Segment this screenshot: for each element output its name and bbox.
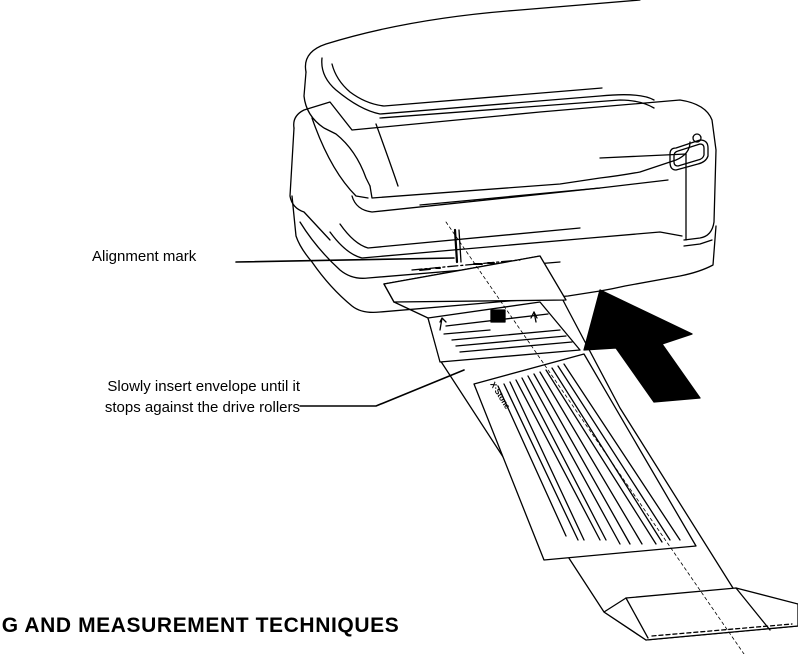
device-base (291, 195, 717, 314)
insert-envelope-label: Slowly insert envelope until it stops ag… (105, 376, 300, 418)
alignment-mark-label: Alignment mark (92, 246, 196, 267)
envelope (383, 221, 798, 654)
envelope-text-lines (497, 363, 681, 545)
insert-envelope-line-2: stops against the drive rollers (104, 399, 300, 416)
insert-envelope-line-1: Slowly insert envelope until it (107, 378, 300, 395)
device-lid (303, 0, 691, 199)
alignment-mark-text: Alignment mark (92, 248, 197, 265)
device-body (289, 99, 717, 259)
insert-direction-arrow (583, 289, 701, 403)
power-button (669, 133, 709, 171)
insert-callout-leader (299, 369, 465, 407)
section-heading: NG AND MEASUREMENT TECHNIQUES (0, 614, 400, 637)
alignment-mark (235, 228, 462, 264)
